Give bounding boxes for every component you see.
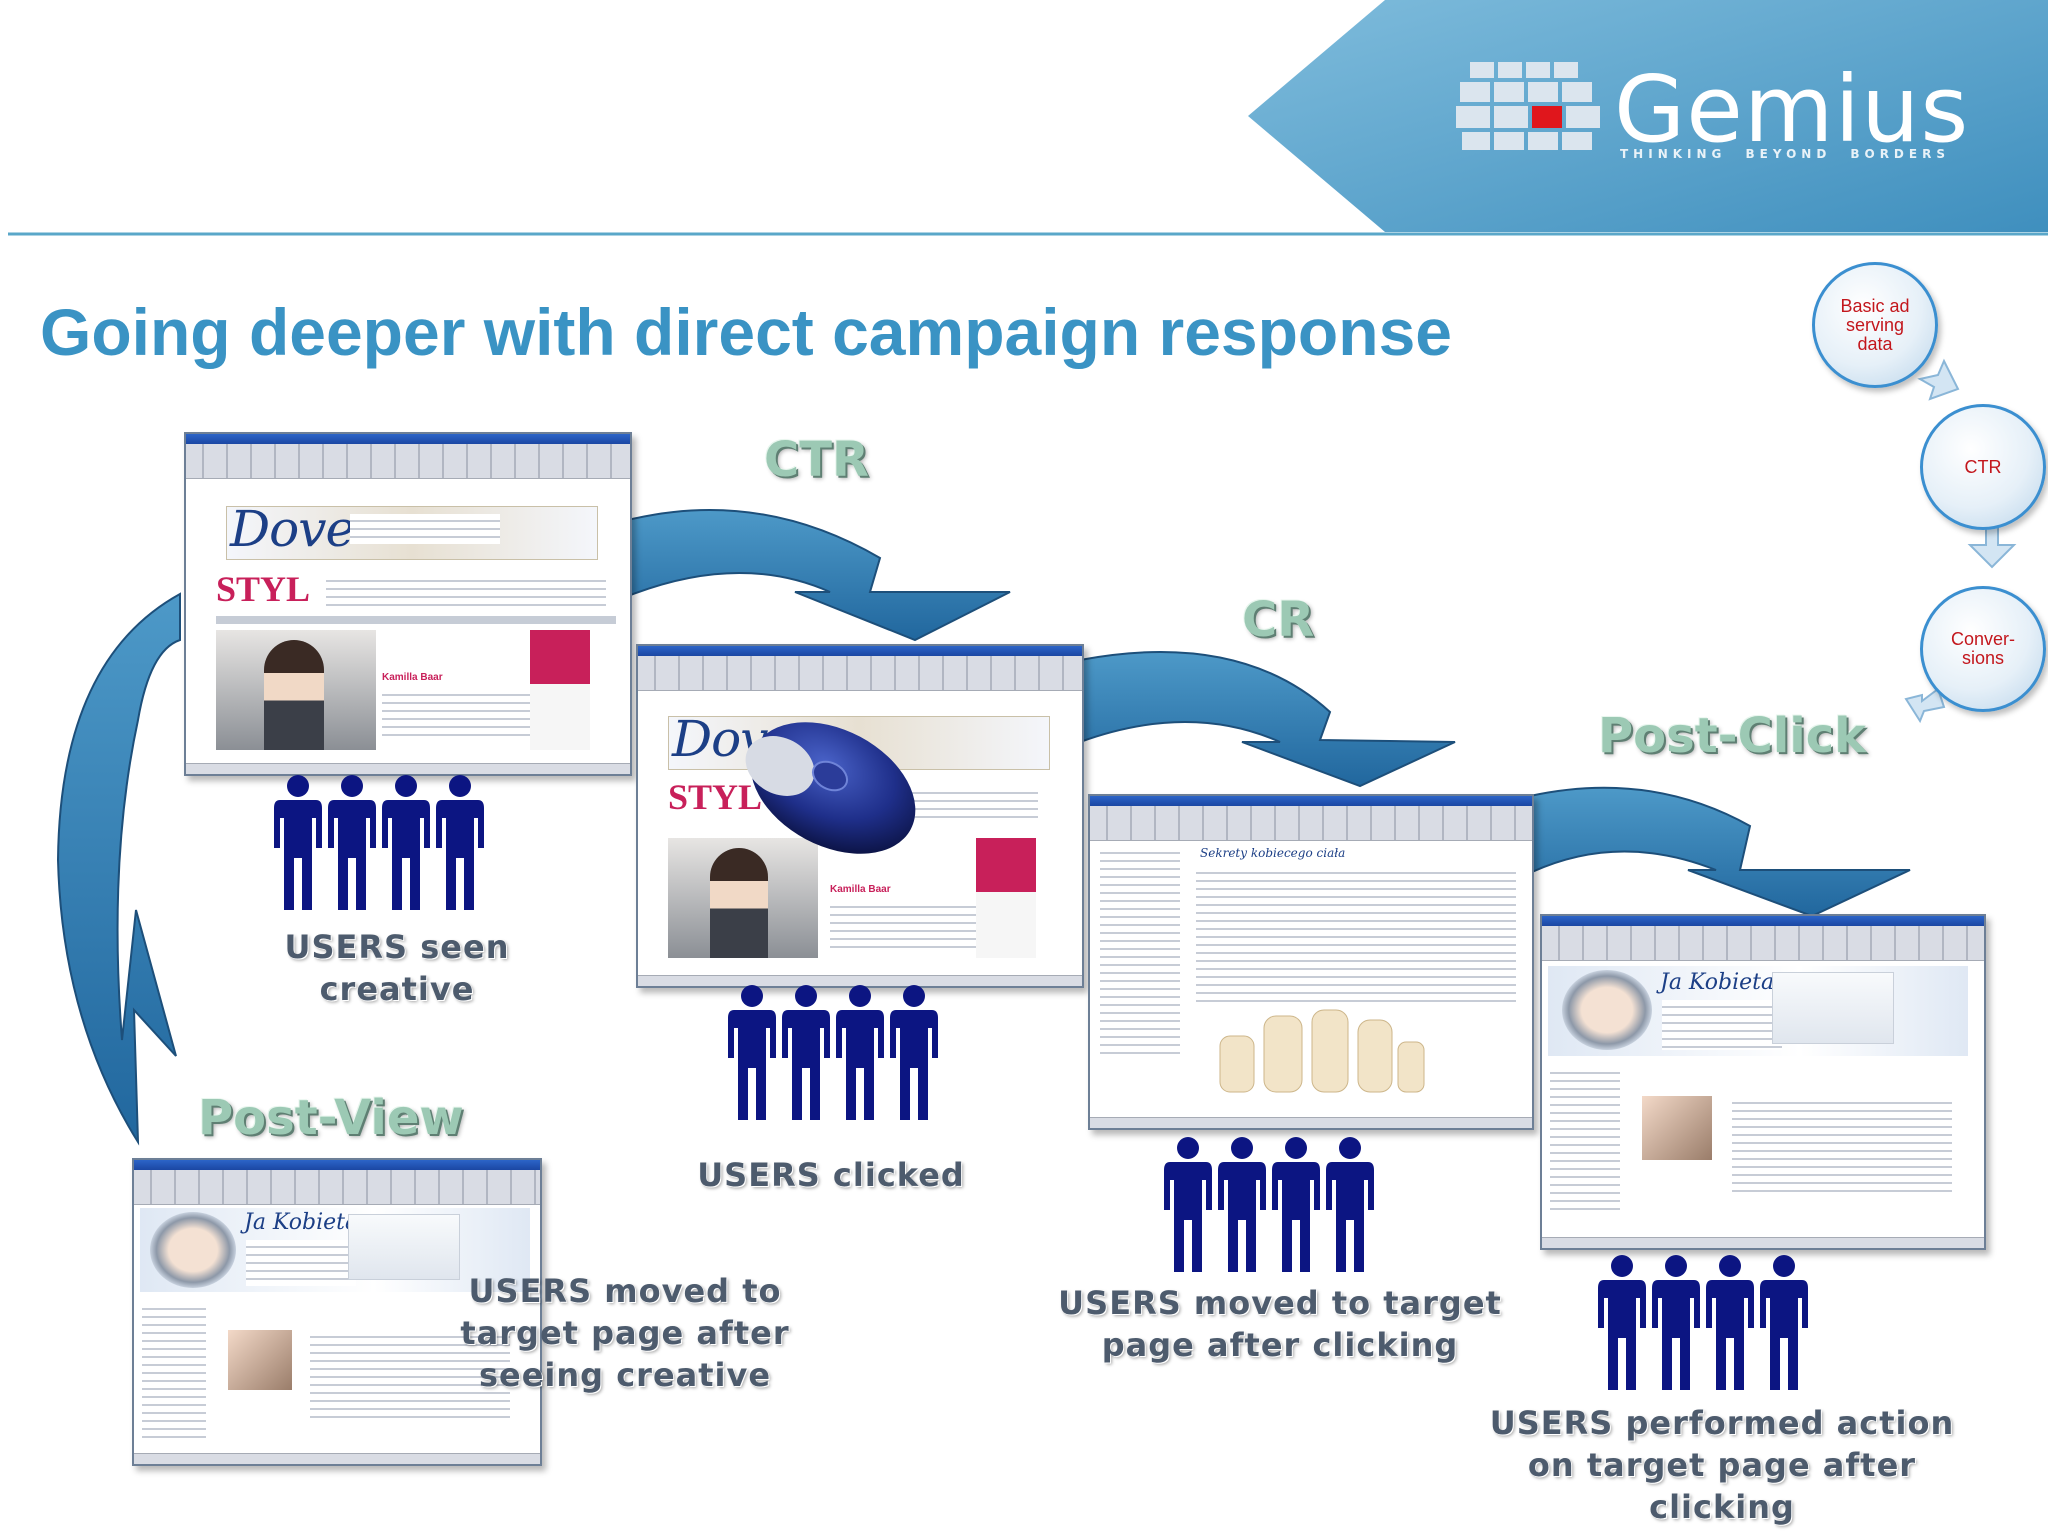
- styl-logo: STYL: [216, 569, 311, 609]
- nav-arrow-down-icon: [1967, 526, 2017, 569]
- header-band: [8, 0, 2048, 236]
- nav-circle-line: data: [1857, 333, 1893, 354]
- dove-product-heading: Sekrety kobiecego ciała: [1200, 846, 1346, 860]
- nav-circle-line: serving: [1845, 314, 1904, 335]
- dove-bottles-image: [1219, 1009, 1425, 1093]
- ja-kobieta-logo: Ja Kobieta: [1660, 970, 1775, 995]
- users-group-icon: [1598, 1255, 1808, 1390]
- nav-arrow-down-icon: [1904, 687, 1946, 724]
- screenshot-click: Dove STYL Kamilla Baar: [636, 644, 1084, 988]
- screenshot-post-click-action: Ja Kobieta: [1540, 914, 1986, 1250]
- arrow-post-click-icon: [1528, 786, 1911, 918]
- kamilla-heading: Kamilla Baar: [382, 672, 443, 683]
- slide-title: Going deeper with direct campaign respon…: [40, 295, 1452, 369]
- stage-label-ctr: CTR: [764, 432, 869, 488]
- screenshot-target-page: Sekrety kobiecego ciała: [1088, 794, 1534, 1130]
- caption-users-moved-after-clicking: USERS moved to target page after clickin…: [1058, 1284, 1502, 1364]
- ja-kobieta-logo: Ja Kobieta: [244, 1210, 359, 1235]
- nav-circle-line: sions: [1961, 648, 2005, 668]
- styl-logo: STYL: [668, 777, 763, 817]
- arrow-cr-icon: [1079, 651, 1456, 788]
- gemius-wordmark: Gemius: [1614, 56, 1970, 163]
- users-group-icon: [728, 985, 938, 1120]
- tagline-word: BEYOND: [1745, 147, 1832, 161]
- screenshot-post-view: Ja Kobieta: [132, 1158, 542, 1466]
- gemius-tagline: THINKING BEYOND BORDERS: [1620, 147, 1950, 161]
- computer-mouse-icon: [745, 722, 916, 854]
- nav-circle-basic-ad-serving: Basic ad serving data: [1812, 262, 1938, 388]
- caption-users-seen: USERS seen creative: [284, 928, 510, 1008]
- nav-circle-ctr: CTR: [1920, 404, 2046, 530]
- users-group-icon: [274, 775, 484, 910]
- arrow-post-view-icon: [56, 592, 181, 1146]
- users-group-icon: [1164, 1137, 1374, 1272]
- gemius-logo: Gemius THINKING BEYOND BORDERS: [1452, 55, 1968, 165]
- nav-arrow-down-icon: [1917, 358, 1960, 401]
- nav-circle-line: Conver-: [1950, 629, 2016, 649]
- stage-label-post-view: Post-View: [198, 1090, 464, 1146]
- caption-users-performed-action: USERS performed action on target page af…: [1489, 1404, 1955, 1526]
- side-nav-arrows: [1904, 358, 2017, 724]
- screenshot-creative: Dove STYL Kamilla Baar: [184, 432, 632, 776]
- caption-users-clicked: USERS clicked: [697, 1156, 965, 1194]
- stage-label-cr: CR: [1242, 592, 1315, 648]
- stage-label-post-click: Post-Click: [1598, 708, 1867, 764]
- tagline-word: BORDERS: [1850, 147, 1950, 161]
- kamilla-heading: Kamilla Baar: [830, 884, 891, 895]
- nav-circle-line: Basic ad: [1840, 295, 1910, 316]
- nav-circle-conversions: Conver- sions: [1920, 586, 2046, 712]
- caption-users-moved-after-seeing: USERS moved to target page after seeing …: [460, 1272, 790, 1394]
- tagline-word: THINKING: [1620, 147, 1727, 161]
- arrow-ctr-icon: [627, 509, 1011, 642]
- dove-logo: Dove: [230, 500, 355, 558]
- gemius-logo-mark-icon: [1456, 62, 1600, 150]
- nav-circle-line: CTR: [1964, 456, 2002, 477]
